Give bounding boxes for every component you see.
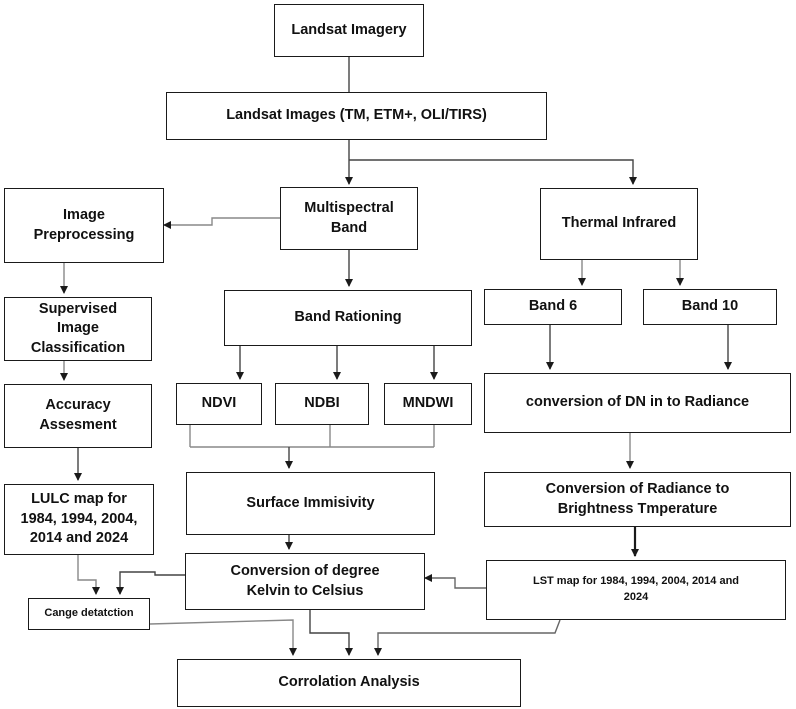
- band-10-label: Band 10: [681, 298, 739, 315]
- ndbi-box: NDBI: [275, 383, 369, 425]
- dn-to-radiance-box: conversion of DN in to Radiance: [484, 373, 791, 433]
- mndwi-box: MNDWI: [384, 383, 472, 425]
- correlation-analysis-label: Corrolation Analysis: [278, 674, 420, 691]
- radiance-to-bt-box: Conversion of Radiance to Brightness Tmp…: [484, 472, 791, 527]
- surface-emissivity-label: Surface Immisivity: [246, 494, 375, 511]
- kelvin-to-celsius-box: Conversion of degree Kelvin to Celsius: [185, 553, 425, 610]
- surface-emissivity-box: Surface Immisivity: [186, 472, 435, 535]
- mndwi-label: MNDWI: [402, 395, 454, 412]
- correlation-analysis-box: Corrolation Analysis: [177, 659, 521, 707]
- dn-to-radiance-label: conversion of DN in to Radiance: [525, 394, 750, 411]
- lst-map-box: LST map for 1984, 1994, 2004, 2014 and 2…: [486, 560, 786, 620]
- image-preprocessing-label: Image Preprocessing: [33, 206, 135, 243]
- image-preprocessing-box: Image Preprocessing: [4, 188, 164, 263]
- thermal-infrared-box: Thermal Infrared: [540, 188, 698, 260]
- accuracy-assessment-box: Accuracy Assesment: [4, 384, 152, 448]
- change-detection-label: Cange detatction: [44, 607, 134, 620]
- band-6-label: Band 6: [528, 298, 578, 315]
- lst-map-label: LST map for 1984, 1994, 2004, 2014 and 2…: [532, 575, 740, 603]
- landsat-imagery-label: Landsat Imagery: [291, 21, 407, 38]
- landsat-imagery-box: Landsat Imagery: [274, 4, 424, 57]
- supervised-classification-box: Supervised Image Classification: [4, 297, 152, 361]
- change-detection-box: Cange detatction: [28, 598, 150, 630]
- supervised-classification-label: Supervised Image Classification: [30, 300, 126, 356]
- ndvi-box: NDVI: [176, 383, 262, 425]
- band-6-box: Band 6: [484, 289, 622, 325]
- band-10-box: Band 10: [643, 289, 777, 325]
- ndbi-label: NDBI: [304, 395, 340, 412]
- thermal-infrared-label: Thermal Infrared: [561, 215, 677, 232]
- multispectral-band-label: Multispectral Band: [304, 199, 394, 236]
- accuracy-assessment-label: Accuracy Assesment: [39, 397, 117, 433]
- lulc-map-label: LULC map for 1984, 1994, 2004, 2014 and …: [20, 491, 138, 547]
- multispectral-band-box: Multispectral Band: [280, 187, 418, 250]
- ndvi-label: NDVI: [201, 395, 237, 412]
- radiance-to-bt-label: Conversion of Radiance to Brightness Tmp…: [545, 480, 730, 517]
- band-rationing-box: Band Rationing: [224, 290, 472, 346]
- landsat-images-label: Landsat Images (TM, ETM+, OLI/TIRS): [226, 107, 487, 124]
- lulc-map-box: LULC map for 1984, 1994, 2004, 2014 and …: [4, 484, 154, 555]
- kelvin-to-celsius-label: Conversion of degree Kelvin to Celsius: [230, 562, 380, 599]
- landsat-images-box: Landsat Images (TM, ETM+, OLI/TIRS): [166, 92, 547, 140]
- band-rationing-label: Band Rationing: [294, 309, 402, 326]
